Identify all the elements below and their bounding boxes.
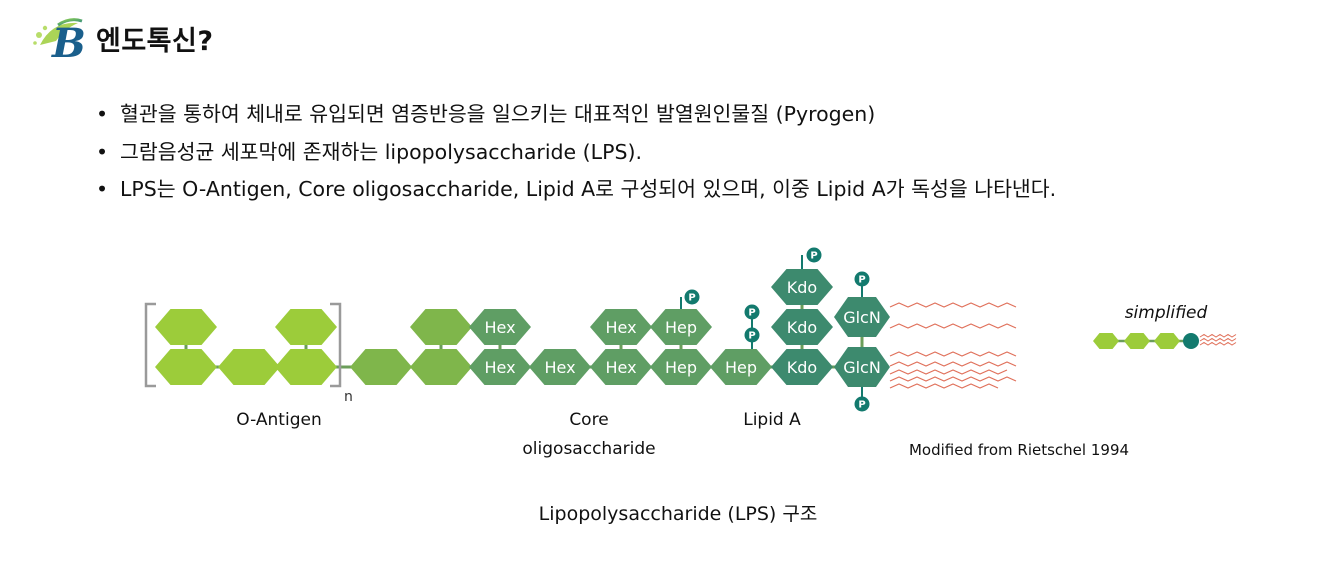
sugar-unit-label: Kdo <box>787 318 817 337</box>
figure-caption: Lipopolysaccharide (LPS) 구조 <box>539 503 818 525</box>
sugar-unit-label: GlcN <box>843 358 881 377</box>
sugar-unit-o-antigen <box>155 309 217 345</box>
simplified-sugar <box>1154 333 1180 349</box>
sugar-unit-label: Hep <box>725 358 757 377</box>
fatty-acid-chains <box>889 302 1017 389</box>
page-title: 엔도톡신? <box>96 25 214 57</box>
label-core-line2: oligosaccharide <box>522 439 655 459</box>
sugar-unit-o-antigen <box>155 349 217 385</box>
simplified-fatty-acid <box>1199 337 1237 342</box>
sugar-unit-label: Hep <box>665 318 697 337</box>
sugar-unit-hex: Hex <box>469 349 531 385</box>
repeat-subscript: n <box>344 389 353 405</box>
sugar-unit-o-antigen <box>275 309 337 345</box>
source-credit: Modified from Rietschel 1994 <box>909 441 1129 459</box>
fatty-acid-chain <box>889 361 1017 367</box>
bullet-list: 혈관을 통하여 체내로 유입되면 염증반응을 일으키는 대표적인 발열원인물질 … <box>96 96 1056 209</box>
simplified-label: simplified <box>1125 303 1208 323</box>
phosphate-label: P <box>810 251 817 262</box>
sugar-unit-hep: Hep <box>650 309 712 345</box>
phosphate-label: P <box>858 400 865 411</box>
fatty-acid-chain <box>889 302 1017 308</box>
sugar-unit-hex: Hex <box>529 349 591 385</box>
phosphate-group: P <box>744 304 760 320</box>
simplified-sugar <box>1124 333 1150 349</box>
sugar-unit-label: Hep <box>665 358 697 377</box>
sugar-unit-glcn: GlcN <box>834 297 890 337</box>
sugar-unit-label: GlcN <box>843 308 881 327</box>
fatty-acid-chain <box>889 376 1017 382</box>
phosphate-group: P <box>806 247 822 263</box>
sugar-unit-hep: Hep <box>650 349 712 385</box>
sugar-unit-kdo: Kdo <box>771 269 833 305</box>
bullet-item: LPS는 O-Antigen, Core oligosaccharide, Li… <box>96 171 1056 209</box>
label-lipid-a: Lipid A <box>743 410 801 430</box>
repeat-bracket-right <box>330 302 342 388</box>
sugar-unit-label: Hex <box>484 358 515 377</box>
phosphate-label: P <box>858 275 865 286</box>
sugar-unit-o-antigen <box>275 349 337 385</box>
simplified-fatty-acid <box>1199 341 1237 346</box>
phosphate-group: P <box>854 396 870 412</box>
phosphate-group: P <box>684 289 700 305</box>
sugar-unit-hex: Hex <box>469 309 531 345</box>
header: B 엔도톡신? <box>30 14 214 62</box>
sugar-unit-o-antigen <box>218 349 280 385</box>
sugar-unit-kdo: Kdo <box>771 309 833 345</box>
phosphate-label: P <box>748 331 755 342</box>
sugar-unit-label: Hex <box>544 358 575 377</box>
sugar-unit-label: Hex <box>605 318 636 337</box>
svg-text:B: B <box>51 20 86 61</box>
simplified-sugar <box>1093 333 1119 349</box>
sugar-unit-label: Kdo <box>787 358 817 377</box>
repeat-bracket-left <box>144 302 156 388</box>
sugar-unit-kdo: Kdo <box>771 349 833 385</box>
sugar-unit-hex: Hex <box>590 309 652 345</box>
sugar-unit-label: Kdo <box>787 278 817 297</box>
phosphate-group: P <box>744 327 760 343</box>
phosphate-label: P <box>688 293 695 304</box>
sugar-unit-o-antigen <box>410 349 472 385</box>
phosphate-label: P <box>748 308 755 319</box>
logo-icon: B <box>33 18 86 61</box>
simplified-fatty-acid <box>1199 333 1237 338</box>
sugar-unit-hep: Hep <box>710 349 772 385</box>
simplified-lps-icon <box>1093 333 1237 349</box>
label-core-line1: Core <box>569 410 608 430</box>
fatty-acid-chain <box>889 351 1017 357</box>
bullet-item: 그람음성균 세포막에 존재하는 lipopolysaccharide (LPS)… <box>96 134 1056 172</box>
sugar-unit-o-antigen <box>410 309 472 345</box>
fatty-acid-chain <box>889 323 1017 329</box>
sugar-unit-o-antigen <box>350 349 412 385</box>
sugar-unit-glcn: GlcN <box>834 347 890 387</box>
fatty-acid-chain <box>889 369 1008 375</box>
label-o-antigen: O-Antigen <box>236 410 321 430</box>
sugar-unit-hex: Hex <box>590 349 652 385</box>
bullet-item: 혈관을 통하여 체내로 유입되면 염증반응을 일으키는 대표적인 발열원인물질 … <box>96 96 1056 134</box>
phosphate-groups: P P P P P P <box>684 247 870 412</box>
phosphate-group: P <box>854 271 870 287</box>
sugar-unit-label: Hex <box>484 318 515 337</box>
sugar-unit-label: Hex <box>605 358 636 377</box>
fatty-acid-chain <box>889 383 999 389</box>
simplified-lipid-head <box>1183 333 1199 349</box>
